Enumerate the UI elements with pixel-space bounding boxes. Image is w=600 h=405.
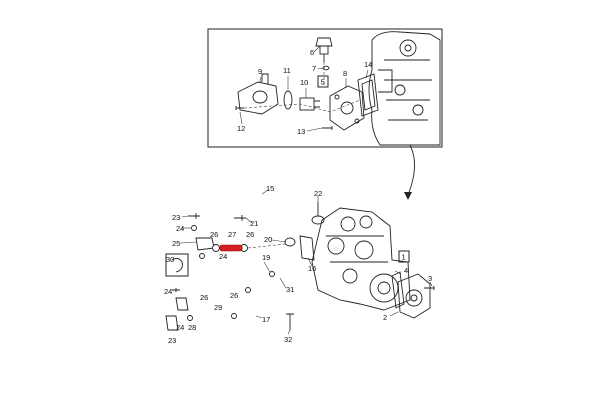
callout-arrowhead	[404, 192, 412, 200]
label-24-mid: 24	[219, 252, 227, 261]
part-nut-24-top	[191, 225, 197, 231]
part-hose-27-highlighted[interactable]	[219, 244, 243, 252]
part-water-pump	[397, 273, 431, 319]
part-clamp-26-a	[212, 244, 220, 252]
inset-detail-group: 6 7 8 9 10 11 12 13 14 5	[207, 28, 443, 148]
part-clamp-26-c	[245, 287, 251, 293]
part-bracket-16	[299, 235, 315, 261]
inset-engine-block	[368, 31, 441, 146]
part-clamp-28	[187, 315, 193, 321]
label-20: 20	[264, 235, 272, 244]
label-7: 7	[312, 64, 316, 73]
label-3: 3	[428, 274, 432, 283]
part-cover	[237, 81, 279, 115]
main-engine-group: 4 2 3 1	[311, 207, 435, 322]
label-16: 16	[308, 264, 316, 273]
label-23-top: 23	[172, 213, 180, 222]
label-15: 15	[266, 184, 274, 193]
label-28: 28	[188, 323, 196, 332]
part-sensor	[315, 37, 333, 47]
label-6: 6	[310, 48, 314, 57]
label-17: 17	[262, 315, 270, 324]
label-26-c: 26	[200, 293, 208, 302]
label-22: 22	[314, 189, 322, 198]
label-11: 11	[283, 66, 291, 75]
part-fitting-20	[284, 237, 296, 247]
part-fitting-25	[195, 237, 215, 251]
label-26-a: 26	[210, 230, 218, 239]
box-label-5	[317, 75, 329, 88]
part-bracket-23-low	[165, 315, 179, 331]
part-thermostat-housing	[329, 85, 365, 131]
box-part-30	[165, 253, 189, 277]
label-27: 27	[228, 230, 236, 239]
label-13: 13	[297, 127, 305, 136]
engine-block	[311, 207, 411, 311]
label-8: 8	[343, 69, 347, 78]
label-26-d: 26	[230, 291, 238, 300]
label-2: 2	[383, 313, 387, 322]
part-thermostat	[299, 97, 315, 111]
part-bolt-24-low	[172, 288, 180, 292]
label-24-bottom: 24	[176, 323, 184, 332]
part-nut-24-mid	[199, 253, 205, 259]
label-26-b: 26	[246, 230, 254, 239]
label-25: 25	[172, 239, 180, 248]
coolant-pipes-group: 15 22 21 23 24 25 26 27 26 24 20 16 19 3…	[164, 184, 325, 345]
label-9: 9	[258, 67, 262, 76]
label-32: 32	[284, 335, 292, 344]
part-bolt-21	[234, 215, 246, 221]
label-31: 31	[286, 285, 294, 294]
label-4: 4	[404, 266, 408, 275]
part-clamp-29	[231, 313, 237, 319]
label-30: 30	[166, 255, 174, 264]
label-10: 10	[300, 78, 308, 87]
part-bolt-12	[235, 106, 244, 110]
part-bolt-3	[424, 286, 435, 290]
part-bolt-13	[322, 126, 333, 130]
label-5: 5	[321, 78, 325, 87]
label-23-bottom: 23	[168, 336, 176, 345]
callout-arrow	[407, 144, 415, 196]
label-24-low: 24	[164, 287, 172, 296]
label-19: 19	[262, 253, 270, 262]
label-29: 29	[214, 303, 222, 312]
label-21: 21	[250, 219, 258, 228]
label-24-top: 24	[176, 224, 184, 233]
inset-frame	[207, 28, 443, 148]
part-bolt-23	[188, 213, 200, 219]
label-1: 1	[402, 253, 406, 262]
label-14: 14	[364, 60, 372, 69]
part-bolt-32	[286, 313, 294, 330]
part-clamp-19	[269, 271, 275, 277]
part-gasket	[357, 73, 379, 117]
part-pump-gasket	[391, 271, 405, 309]
box-label-1	[398, 250, 410, 263]
label-12: 12	[237, 124, 245, 133]
part-seal-ring	[283, 90, 293, 110]
